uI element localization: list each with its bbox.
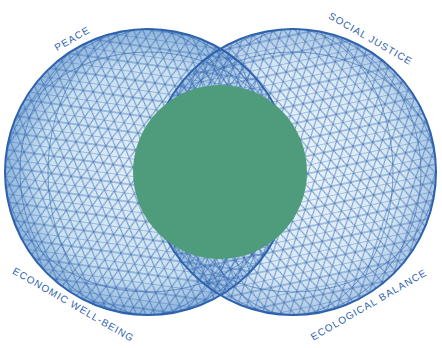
center-circle bbox=[133, 85, 307, 259]
sphere-meridians bbox=[5, 29, 436, 315]
